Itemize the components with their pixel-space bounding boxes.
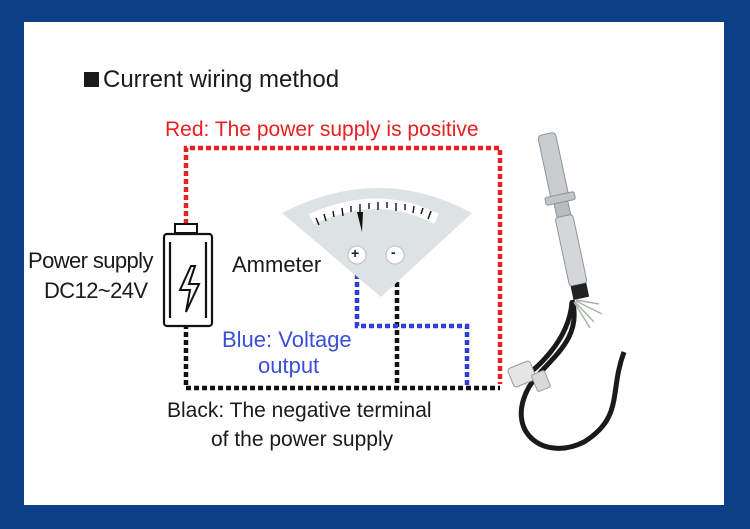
square-bullet-icon [84,72,99,87]
battery-icon [162,223,214,328]
minus-terminal [385,245,405,265]
blue-wire-label-line1: Blue: Voltage [222,327,352,352]
plus-sign: + [351,245,360,261]
blue-wire-label-line2: output [258,353,320,378]
red-wire-label: Red: The power supply is positive [165,118,479,141]
ammeter-ticks [315,202,432,226]
black-wire-label-line2: of the power supply [211,428,394,451]
wiring-diagram [162,132,627,451]
ammeter [282,188,472,297]
ammeter-label: Ammeter [232,252,322,277]
plus-terminal [347,245,367,265]
ammeter-needle [357,212,363,232]
page-title-text: Current wiring method [103,66,340,93]
ammeter-scale [309,198,439,224]
red-wire [183,145,503,384]
power-supply-label: Power supply [28,248,153,273]
sensor-probe [507,132,627,451]
page-title: Current wiring method [84,66,339,94]
diagram-frame: Current wiring method Red: The power sup… [24,22,724,505]
minus-sign: - [391,244,396,260]
blue-wire [354,266,470,386]
black-wire-label-line1: Black: The negative terminal [167,399,432,422]
power-supply-voltage: DC12~24V [44,278,148,303]
